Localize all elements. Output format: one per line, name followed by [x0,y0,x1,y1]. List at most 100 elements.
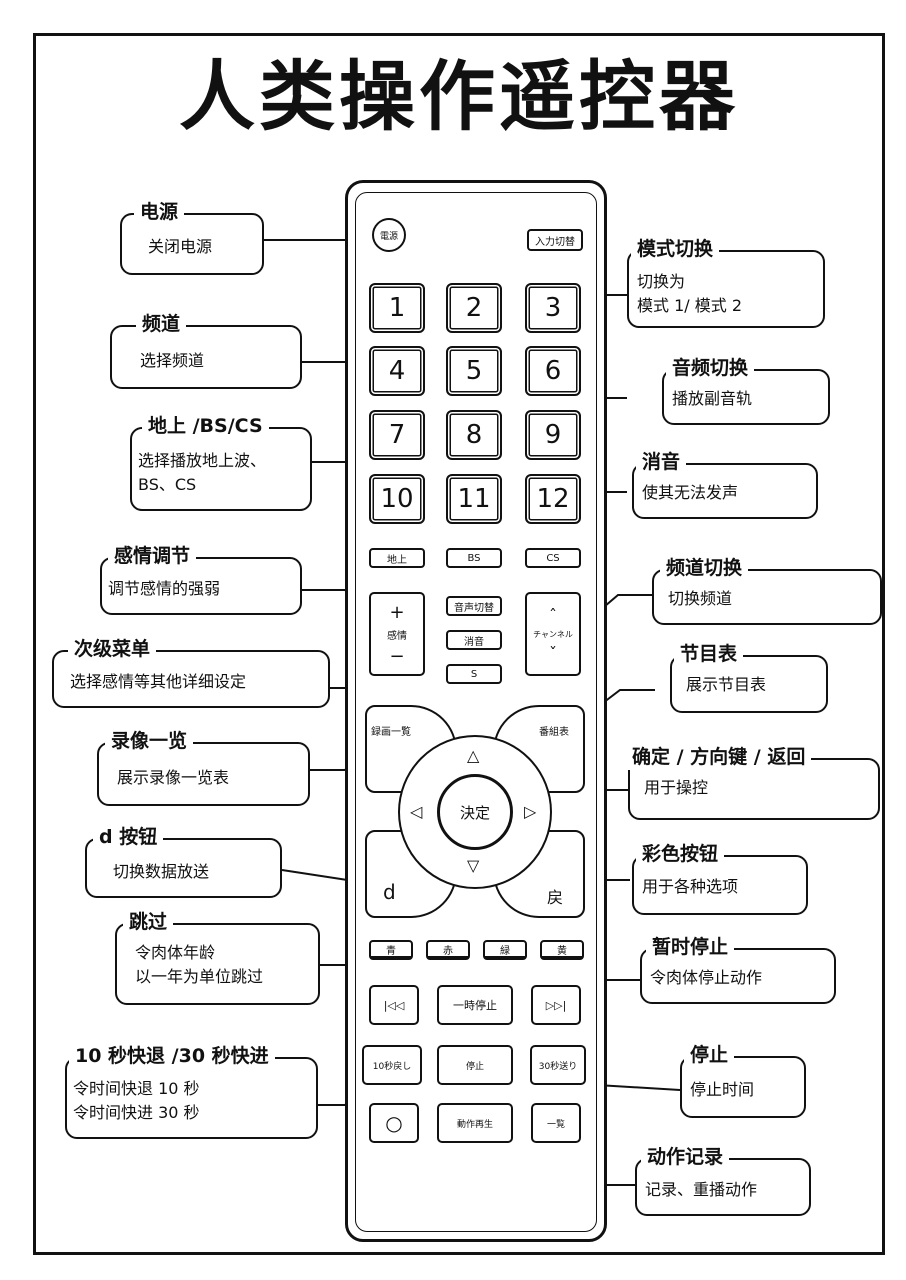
terrestrial-button[interactable]: 地上 [369,548,425,568]
callout-power-line-1: 关闭电源 [148,237,213,256]
list-button[interactable]: 一覧 [531,1103,581,1143]
callout-mute: 消音 使其无法发声 [632,449,818,519]
callout-channel-line-1: 选择频道 [140,351,205,370]
callout-audio-title: 音频切换 [666,355,755,381]
callout-channel-switch-title: 频道切换 [660,555,749,581]
callout-mode: 模式切换 切换为 模式 1/ 模式 2 [627,236,825,328]
recording-list-label: 録画一覧 [371,727,411,738]
callout-skip-line-1: 令肉体年龄 [135,943,216,962]
callout-seek: 10 秒快退 /30 秒快进 令时间快退 10 秒 令时间快进 30 秒 [65,1043,318,1139]
volume-plus-icon: + [389,601,405,623]
callout-skip-line-2: 以一年为单位跳过 [135,967,264,986]
stop-button[interactable]: 停止 [437,1045,513,1085]
callout-channel-switch: 频道切换 切换频道 [652,555,882,625]
red-button[interactable]: 赤 [426,940,470,960]
volume-label: 感情 [387,630,407,642]
number-button-6[interactable]: 6 [525,346,581,396]
back-10-seconds-button[interactable]: 10秒戻し [362,1045,422,1085]
callout-action-record: 动作记录 记录、重播动作 [635,1144,811,1216]
enter-button[interactable]: 決定 [437,774,513,850]
number-button-4[interactable]: 4 [369,346,425,396]
remote-inner-outline [355,192,597,1232]
callout-mode-line-1: 切换为 [637,272,686,291]
callout-color-buttons-line-1: 用于各种选项 [642,877,739,896]
callout-channel-title: 频道 [136,311,187,337]
number-button-11[interactable]: 11 [446,474,502,524]
channel-up-icon: ˆ [549,605,557,625]
number-button-10[interactable]: 10 [369,474,425,524]
number-button-5[interactable]: 5 [446,346,502,396]
number-button-7[interactable]: 7 [369,410,425,460]
callout-navigation-title: 确定 / 方向键 / 返回 [626,744,812,770]
program-guide-label: 番組表 [539,727,569,738]
d-button-label: d [383,880,396,904]
callout-channel: 频道 选择频道 [110,311,302,389]
callout-seek-title: 10 秒快退 /30 秒快进 [69,1043,275,1069]
callout-broadcast-line-2: BS、CS [138,475,197,494]
callout-pause-line-1: 令肉体停止动作 [650,968,763,987]
action-replay-button[interactable]: 動作再生 [437,1103,513,1143]
up-arrow-icon[interactable]: △ [467,746,480,765]
number-button-12[interactable]: 12 [525,474,581,524]
skip-forward-button[interactable]: ▷▷| [531,985,581,1025]
callout-mute-title: 消音 [636,449,687,475]
callout-mode-title: 模式切换 [631,236,720,262]
callout-recording-list: 录像一览 展示录像一览表 [97,728,310,806]
callout-audio-line-1: 播放副音轨 [672,389,753,408]
s-submenu-button[interactable]: S [446,664,502,684]
callout-emotion-line-1: 调节感情的强弱 [108,579,221,598]
power-button[interactable]: 電源 [372,218,406,252]
number-button-1[interactable]: 1 [369,283,425,333]
audio-switch-button[interactable]: 音声切替 [446,596,502,616]
callout-recording-list-title: 录像一览 [105,728,194,754]
forward-30-seconds-button[interactable]: 30秒送り [530,1045,586,1085]
mute-button[interactable]: 消音 [446,630,502,650]
number-button-8[interactable]: 8 [446,410,502,460]
callout-power: 电源 关闭电源 [120,199,264,275]
callout-d-button: d 按钮 切换数据放送 [85,824,282,898]
volume-minus-icon: − [389,645,405,667]
number-button-3[interactable]: 3 [525,283,581,333]
callout-audio: 音频切换 播放副音轨 [662,355,830,425]
callout-power-title: 电源 [134,199,185,225]
callout-program-guide: 节目表 展示节目表 [670,641,828,713]
callout-pause: 暂时停止 令肉体停止动作 [640,934,836,1004]
record-button[interactable]: ○ [369,1103,419,1143]
callout-pause-title: 暂时停止 [646,934,735,960]
emotion-volume-rocker[interactable]: + 感情 − [369,592,425,676]
channel-down-icon: ˇ [549,643,557,663]
callout-broadcast: 地上 /BS/CS 选择播放地上波、 BS、CS [130,413,312,511]
bs-button[interactable]: BS [446,548,502,568]
callout-stop: 停止 停止时间 [680,1042,806,1118]
callout-broadcast-title: 地上 /BS/CS [142,413,269,439]
number-button-9[interactable]: 9 [525,410,581,460]
callout-color-buttons: 彩色按钮 用于各种选项 [632,841,808,915]
page-title: 人类操作遥控器 [179,52,739,141]
callout-skip-title: 跳过 [123,909,174,935]
channel-rocker[interactable]: ˆ チャンネル ˇ [525,592,581,676]
callout-channel-switch-line-1: 切换频道 [668,589,733,608]
blue-button[interactable]: 青 [369,940,413,960]
cs-button[interactable]: CS [525,548,581,568]
page-frame [33,33,885,1255]
right-arrow-icon[interactable]: ▷ [524,802,537,821]
back-button-label: 戻 [547,888,564,907]
callout-broadcast-line-1: 选择播放地上波、 [138,451,267,470]
callout-navigation: 确定 / 方向键 / 返回 用于操控 [626,744,880,820]
callout-submenu: 次级菜单 选择感情等其他详细设定 [52,636,330,708]
yellow-button[interactable]: 黄 [540,940,584,960]
left-arrow-icon[interactable]: ◁ [410,802,423,821]
down-arrow-icon[interactable]: ▽ [467,856,480,875]
callout-recording-list-line-1: 展示录像一览表 [117,768,230,787]
callout-skip: 跳过 令肉体年龄 以一年为单位跳过 [115,909,320,1005]
input-switch-button[interactable]: 入力切替 [527,229,583,251]
pause-button[interactable]: 一時停止 [437,985,513,1025]
callout-mute-line-1: 使其无法发声 [642,483,739,502]
callout-seek-line-1: 令时间快退 10 秒 [73,1079,200,1098]
skip-back-button[interactable]: |◁◁ [369,985,419,1025]
callout-mode-line-2: 模式 1/ 模式 2 [637,296,743,315]
callout-submenu-title: 次级菜单 [68,636,157,662]
number-button-2[interactable]: 2 [446,283,502,333]
callout-program-guide-title: 节目表 [674,641,744,667]
green-button[interactable]: 緑 [483,940,527,960]
